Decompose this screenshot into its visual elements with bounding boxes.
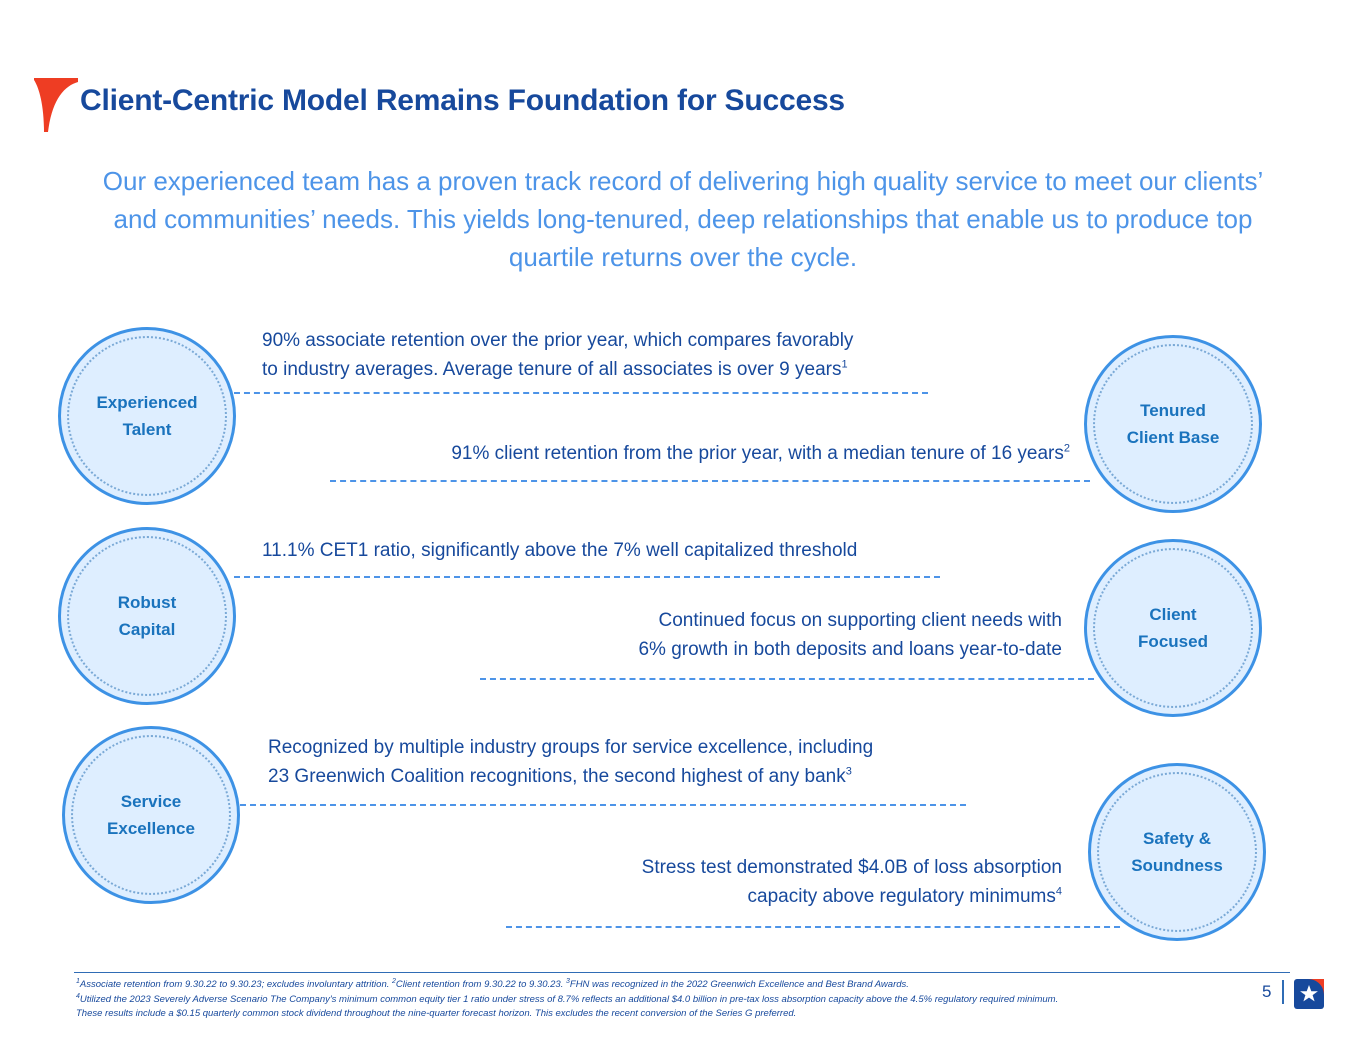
circle-label-line2: Client Base — [1126, 428, 1220, 447]
statement-line1: 11.1% CET1 ratio, significantly above th… — [262, 540, 858, 561]
connector-dash-6 — [506, 926, 1120, 928]
footnote-4-text: Utilized the 2023 Severely Adverse Scena… — [79, 993, 1059, 1005]
connector-dash-1 — [234, 392, 928, 394]
statement-line2: to industry averages. Average tenure of … — [262, 359, 842, 380]
connector-dash-4 — [480, 678, 1094, 680]
circle-label-line1: Service — [120, 792, 182, 811]
slide-subtitle: Our experienced team has a proven track … — [102, 166, 1264, 272]
footnote-line-3: These results include a $0.15 quarterly … — [76, 1008, 797, 1019]
statement-line1: Stress test demonstrated $4.0B of loss a… — [641, 857, 1062, 878]
circle-label-line2: Capital — [118, 620, 176, 639]
statement-service-recognition: Recognized by multiple industry groups f… — [268, 733, 988, 791]
statement-superscript: 3 — [845, 765, 852, 778]
circle-tenured-client-base[interactable]: Tenured Client Base — [1084, 335, 1262, 513]
statement-deposit-loan-growth: Continued focus on supporting client nee… — [500, 606, 1062, 664]
circle-label: Client Focused — [1138, 601, 1208, 655]
statement-client-retention: 91% client retention from the prior year… — [330, 439, 1070, 468]
circle-label-line2: Soundness — [1131, 856, 1223, 875]
circle-label-line1: Experienced — [96, 393, 198, 412]
statement-associate-retention: 90% associate retention over the prior y… — [262, 326, 962, 384]
page-title: Client-Centric Model Remains Foundation … — [80, 84, 845, 117]
circle-experienced-talent[interactable]: Experienced Talent — [58, 327, 236, 505]
statement-superscript: 2 — [1063, 442, 1070, 455]
statement-line1: Recognized by multiple industry groups f… — [268, 737, 874, 758]
footer-divider — [74, 972, 1290, 973]
statement-line2: capacity above regulatory minimums — [747, 886, 1056, 907]
page-number-divider — [1282, 980, 1284, 1004]
circle-robust-capital[interactable]: Robust Capital — [58, 527, 236, 705]
circle-label-line2: Focused — [1138, 632, 1208, 651]
circle-service-excellence[interactable]: Service Excellence — [62, 726, 240, 904]
circle-safety-soundness[interactable]: Safety & Soundness — [1088, 763, 1266, 941]
footnote-3-text: FHN was recognized in the 2022 Greenwich… — [569, 979, 909, 990]
footnote-mark-2: 2 — [392, 977, 396, 985]
footnote-line-1: 1Associate retention from 9.30.22 to 9.3… — [76, 978, 1206, 993]
connector-dash-3 — [234, 576, 940, 578]
statement-line2: 6% growth in both deposits and loans yea… — [638, 639, 1062, 660]
connector-dash-5 — [240, 804, 966, 806]
connector-dash-2 — [330, 480, 1090, 482]
footnote-mark-1: 1 — [76, 977, 80, 985]
statement-superscript: 1 — [841, 358, 848, 371]
circle-label: Service Excellence — [107, 788, 195, 842]
circle-label: Experienced Talent — [96, 389, 197, 443]
circle-label: Safety & Soundness — [1131, 825, 1223, 879]
footnote-2-text: Client retention from 9.30.22 to 9.30.23… — [395, 979, 566, 990]
footnotes: 1Associate retention from 9.30.22 to 9.3… — [76, 978, 1206, 1022]
statement-line1: 91% client retention from the prior year… — [451, 443, 1064, 464]
circle-client-focused[interactable]: Client Focused — [1084, 539, 1262, 717]
footnote-1-text: Associate retention from 9.30.22 to 9.30… — [79, 979, 393, 990]
page-number: 5 — [1262, 982, 1272, 1001]
statement-line2: 23 Greenwich Coalition recognitions, the… — [268, 766, 846, 787]
statement-stress-test: Stress test demonstrated $4.0B of loss a… — [500, 853, 1062, 911]
circle-label-line1: Safety & — [1142, 829, 1212, 848]
circle-label-line1: Robust — [117, 593, 177, 612]
footnote-mark-3: 3 — [565, 977, 570, 985]
statement-line1: Continued focus on supporting client nee… — [658, 610, 1062, 631]
title-row: Client-Centric Model Remains Foundation … — [0, 36, 1365, 132]
fhn-brand-logo-icon — [1294, 979, 1324, 1009]
circle-label-line2: Talent — [122, 420, 172, 439]
circle-label: Tenured Client Base — [1127, 397, 1220, 451]
statement-superscript: 4 — [1055, 885, 1062, 898]
circle-label-line2: Excellence — [107, 819, 195, 838]
circle-label-line1: Client — [1149, 605, 1197, 624]
red-flag-icon — [34, 78, 78, 132]
statement-cet1-ratio: 11.1% CET1 ratio, significantly above th… — [262, 536, 962, 565]
footnote-mark-4: 4 — [76, 992, 80, 1000]
circle-label-line1: Tenured — [1140, 401, 1206, 420]
statement-line1: 90% associate retention over the prior y… — [262, 330, 854, 351]
footnote-line-2: 4Utilized the 2023 Severely Adverse Scen… — [76, 992, 1206, 1008]
circle-label: Robust Capital — [118, 589, 177, 643]
